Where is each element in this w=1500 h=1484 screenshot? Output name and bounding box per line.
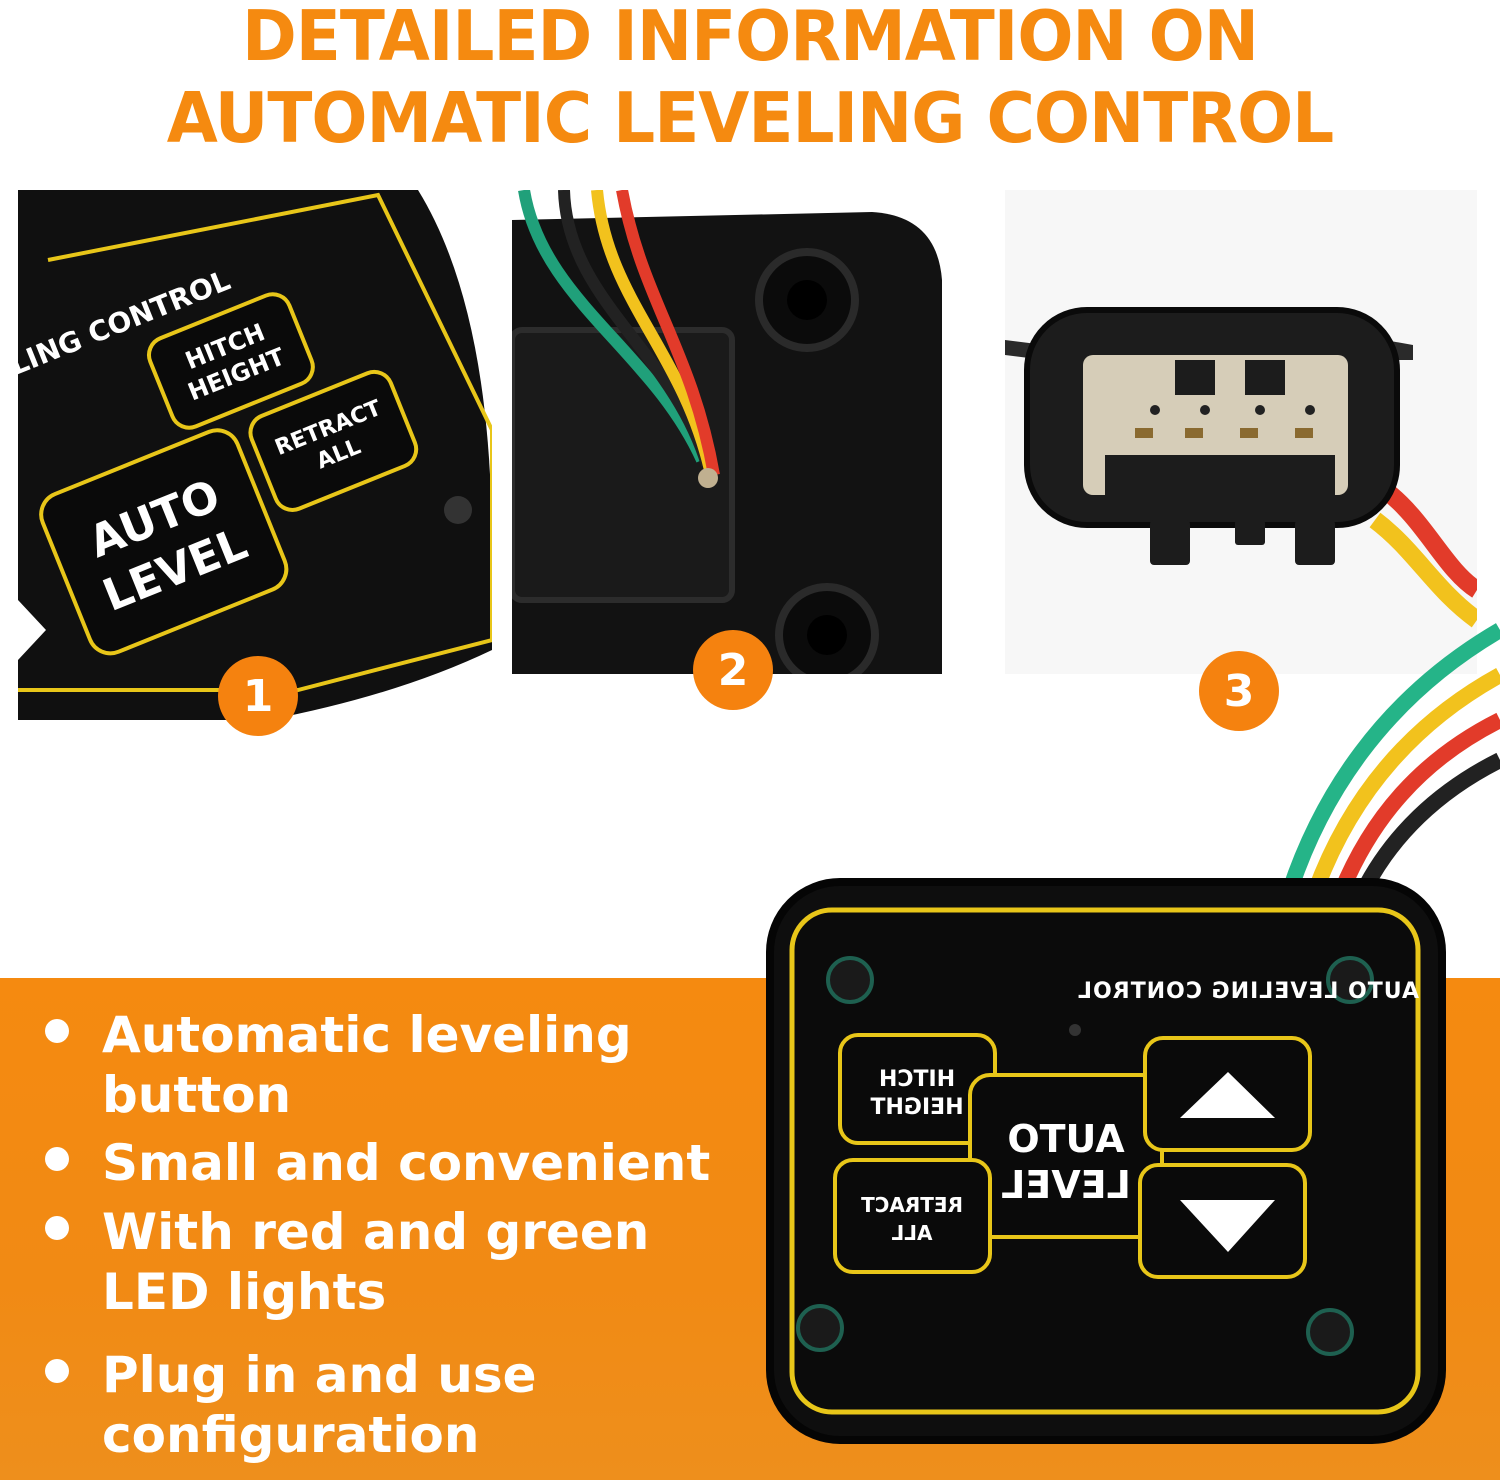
bullet-dot-icon bbox=[45, 1359, 69, 1383]
device-retract-line2: ALL bbox=[891, 1221, 932, 1245]
device-hitch-line1: HITCH bbox=[879, 1067, 955, 1092]
down-arrow-icon bbox=[1180, 1200, 1275, 1252]
badge-3: 3 bbox=[1199, 651, 1279, 731]
photo2-wire-green bbox=[518, 190, 708, 463]
device-wire-red bbox=[1332, 712, 1500, 898]
bullet-dot-icon bbox=[45, 1216, 69, 1240]
device-retract-line1: RETRACT bbox=[861, 1193, 963, 1217]
feature-text: With red and green LED lights bbox=[102, 1203, 650, 1321]
photo1-down-arrow-icon bbox=[18, 600, 46, 660]
badge-1: 1 bbox=[218, 656, 298, 736]
page-headline: DETAILED INFORMATION ON AUTOMATIC LEVELI… bbox=[0, 0, 1500, 160]
feature-text: Plug in and use configuration bbox=[102, 1346, 537, 1464]
photo-back-wiring bbox=[512, 190, 942, 674]
device-led bbox=[1069, 1024, 1081, 1036]
photo2-wire-red bbox=[616, 190, 720, 477]
photo2-wire-yellow bbox=[591, 190, 716, 472]
bullet-dot-icon bbox=[45, 1019, 69, 1043]
feature-text: Automatic leveling button bbox=[102, 1006, 632, 1124]
up-arrow-icon bbox=[1180, 1072, 1275, 1118]
device-auto-level-button bbox=[968, 1073, 1164, 1239]
device-auto-line1: OTUA bbox=[1007, 1117, 1125, 1161]
headline-line-1: DETAILED INFORMATION ON bbox=[242, 0, 1259, 77]
badge-2: 2 bbox=[693, 630, 773, 710]
headline-line-2: AUTOMATIC LEVELING CONTROL bbox=[166, 78, 1334, 159]
device-auto-line2: LEVEL bbox=[1001, 1163, 1131, 1207]
device-retract-button bbox=[833, 1158, 992, 1274]
bullet-dot-icon bbox=[45, 1147, 69, 1171]
device-photo: AUTO LEVELING CONTROL HITCH HEIGHT OTUA … bbox=[760, 620, 1500, 1484]
device-wire-yellow bbox=[1307, 667, 1500, 895]
device-hitch-line2: HEIGHT bbox=[870, 1095, 963, 1120]
device-wire-green bbox=[1282, 623, 1500, 893]
photo-connector bbox=[1005, 190, 1477, 674]
device-panel-title: AUTO LEVELING CONTROL bbox=[1077, 979, 1419, 1004]
photo-panel-closeup: ELING CONTROL HITCH HEIGHT AUTO LEVEL RE… bbox=[18, 190, 492, 720]
feature-text: Small and convenient bbox=[102, 1134, 711, 1192]
